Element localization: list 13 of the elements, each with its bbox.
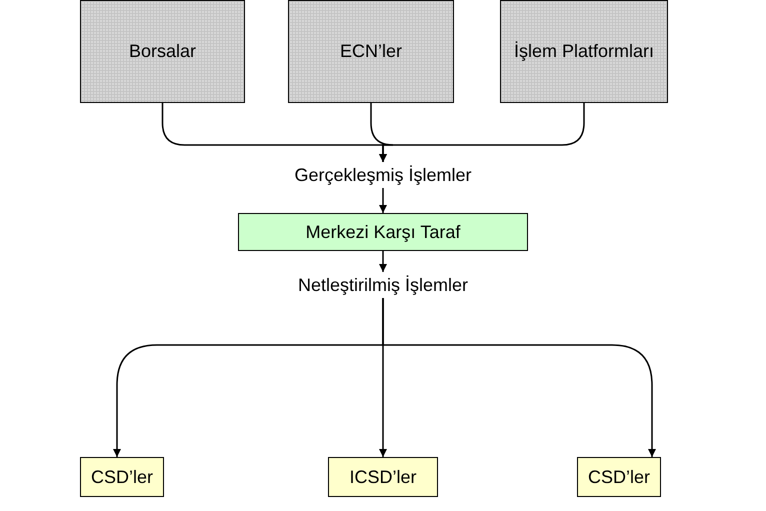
target-box: CSD’ler	[80, 457, 164, 497]
process-box: Merkezi Karşı Taraf	[238, 213, 528, 251]
arrow	[379, 251, 387, 272]
arrow	[382, 298, 656, 457]
flow-label: Gerçekleşmiş İşlemler	[293, 164, 473, 186]
target-box: ICSD’ler	[328, 457, 438, 497]
arrow	[379, 103, 585, 162]
source-box: İşlem Platformları	[500, 0, 668, 103]
target-box: CSD’ler	[577, 457, 661, 497]
source-box: ECN’ler	[288, 0, 454, 103]
arrow	[379, 188, 387, 213]
flow-label: Netleştirilmiş İşlemler	[296, 274, 469, 296]
source-box: Borsalar	[80, 0, 245, 103]
